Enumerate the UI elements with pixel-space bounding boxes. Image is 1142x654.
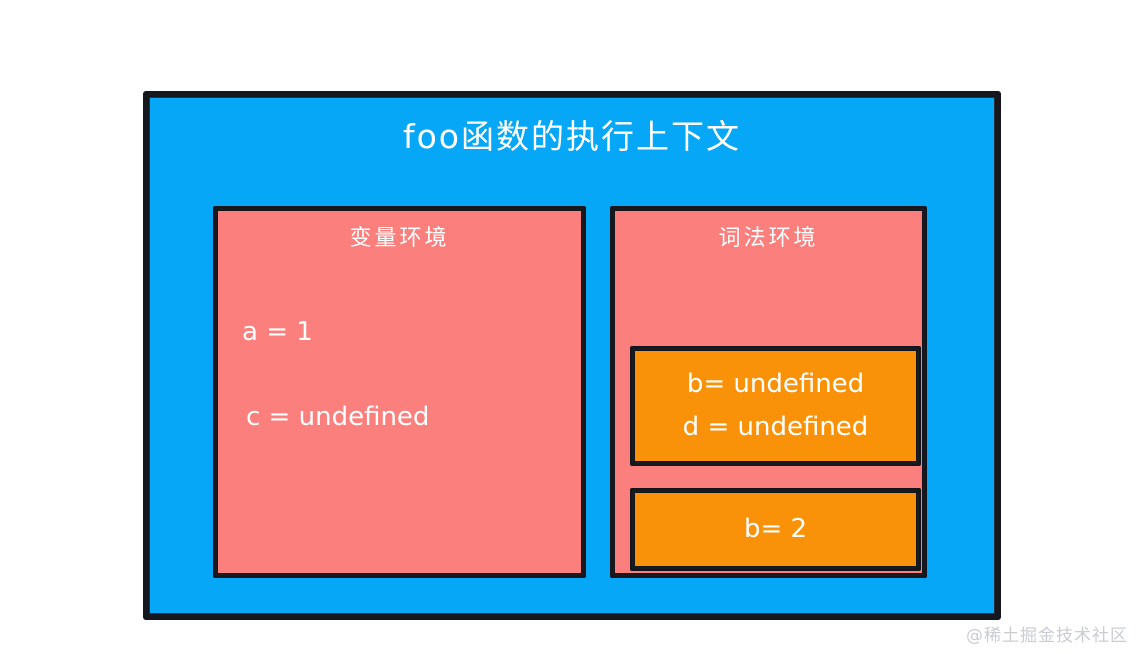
lexical-environment-title: 词法环境 [718,226,819,251]
lexical-record-outer: b= undefined d = undefined [630,346,921,466]
execution-context-box: foo函数的执行上下文 变量环境 a = 1 c = undefined 词法环… [144,92,1000,619]
watermark-text: @稀土掘金技术社区 [966,626,1128,646]
variable-environment-box: 变量环境 a = 1 c = undefined [213,206,586,578]
lexical-record-inner-line-b: b= 2 [743,514,808,544]
lexical-record-outer-line-b: b= undefined [686,369,865,399]
lexical-environment-box: 词法环境 b= undefined d = undefined b= 2 [610,206,927,578]
lexical-record-inner: b= 2 [630,488,921,571]
variable-entry-a: a = 1 [242,317,313,347]
lexical-record-outer-line-d: d = undefined [682,412,869,442]
variable-environment-title: 变量环境 [349,226,450,251]
variable-entry-c: c = undefined [246,402,430,432]
execution-context-title: foo函数的执行上下文 [403,117,741,156]
